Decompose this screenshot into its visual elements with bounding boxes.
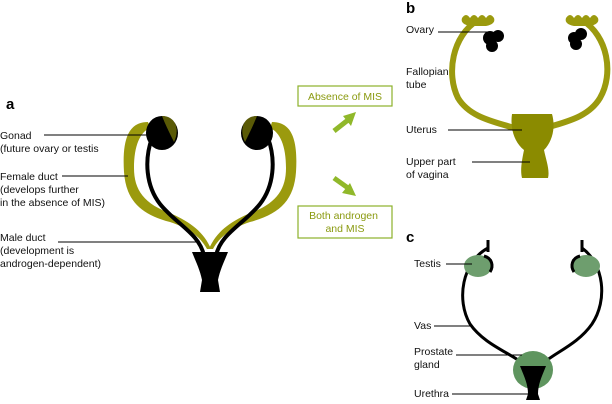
- fallopian-tube-left: [449, 17, 515, 131]
- gonad-label: Gonad (future ovary or testis: [0, 130, 99, 155]
- uterus-label: Uterus: [406, 124, 437, 136]
- male-duct-right: [214, 137, 275, 257]
- panel-a-letter: a: [6, 96, 15, 113]
- fallopian-label: Fallopian tube: [406, 66, 452, 91]
- ovary-left: [483, 30, 504, 52]
- epididymis-right: [570, 254, 581, 273]
- fimbriae-right: [565, 15, 599, 26]
- panel-c: c Testis Vas Prostate gland Urethra: [406, 229, 604, 400]
- box-absence-of-mis: [297, 85, 393, 107]
- box-androgen-and-mis: [297, 205, 393, 239]
- arrow-up-right: [332, 112, 356, 133]
- prostate-label: Prostate gland: [414, 346, 456, 371]
- arrow-down-right: [332, 175, 356, 196]
- box-androgen-and-mis-text: Both androgen and MIS: [309, 210, 381, 235]
- testis-right: [572, 255, 600, 277]
- epididymis-left: [483, 254, 494, 273]
- male-duct-label: Male duct (development is androgen-depen…: [0, 232, 101, 270]
- female-duct-right: [209, 122, 297, 249]
- male-duct-left: [145, 137, 206, 257]
- gonad-right-olive-shade: [242, 116, 257, 142]
- ovary-right: [568, 28, 587, 50]
- fallopian-tube-right: [545, 17, 611, 131]
- panel-c-letter: c: [406, 229, 414, 246]
- female-duct-label: Female duct (develops further in the abs…: [0, 171, 105, 209]
- box-absence-of-mis-text: Absence of MIS: [308, 91, 382, 103]
- urogenital-sinus: [192, 252, 228, 292]
- condition-boxes: Absence of MIS Both androgen and MIS: [297, 85, 393, 239]
- fimbriae-left: [461, 15, 495, 26]
- panel-b: b Ovary Fallopian tube Uterus: [406, 0, 611, 181]
- gonad-left-olive-shade: [162, 116, 177, 142]
- urethra: [520, 366, 546, 400]
- ovary-label: Ovary: [406, 24, 435, 36]
- panel-a: a Gonad (future ovary or testis Female d…: [0, 96, 297, 292]
- testis-label: Testis: [414, 258, 441, 270]
- vas-label: Vas: [414, 320, 431, 332]
- urethra-label: Urethra: [414, 388, 449, 400]
- uterus: [511, 114, 554, 178]
- vagina-label: Upper part of vagina: [406, 156, 459, 181]
- testis-left: [464, 255, 492, 277]
- panel-b-letter: b: [406, 0, 415, 17]
